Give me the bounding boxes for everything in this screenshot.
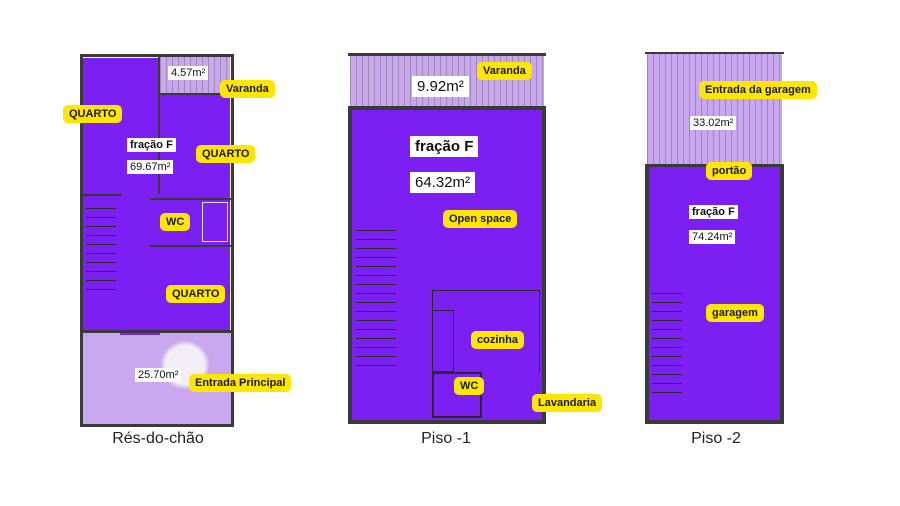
balcony-area-value: 9.92m² xyxy=(412,76,469,97)
wall xyxy=(542,106,546,424)
tag-lavandaria: Lavandaria xyxy=(532,394,603,412)
staircase xyxy=(652,285,682,395)
wall xyxy=(645,164,649,424)
tag-wc: WC xyxy=(160,213,191,231)
wc-fixture-shower xyxy=(202,202,228,242)
wc-room xyxy=(432,372,482,418)
tag-varanda: Varanda xyxy=(220,80,275,98)
wall xyxy=(348,106,546,110)
tag-quarto-bottom: QUARTO xyxy=(166,285,226,303)
fraction-label: fração F xyxy=(410,136,479,157)
tag-cozinha: cozinha xyxy=(471,331,524,349)
tag-garagem: garagem xyxy=(706,304,764,322)
wall xyxy=(150,198,232,200)
tag-varanda: Varanda xyxy=(477,62,532,80)
wall xyxy=(80,54,234,57)
wall xyxy=(82,330,232,333)
garage-entrance-area-value: 33.02m² xyxy=(690,116,737,130)
fraction-label: fração F xyxy=(689,205,738,219)
tag-entrada-principal: Entrada Principal xyxy=(189,374,292,392)
tag-portao: portão xyxy=(706,162,753,180)
wall xyxy=(348,106,352,424)
wall xyxy=(160,93,232,95)
tag-open-space: Open space xyxy=(443,210,518,228)
tag-quarto-left: QUARTO xyxy=(63,105,123,123)
wall xyxy=(158,54,160,194)
fraction-label: fração F xyxy=(127,138,176,152)
plan-caption: Piso -1 xyxy=(421,430,471,447)
kitchen-counter xyxy=(432,310,454,372)
fraction-area-value: 64.32m² xyxy=(410,172,476,193)
plan-caption: Piso -2 xyxy=(691,430,741,447)
wall xyxy=(80,54,83,426)
garage-entrance-area xyxy=(647,54,782,166)
wall xyxy=(231,54,234,426)
wall xyxy=(348,53,546,56)
wall xyxy=(150,245,232,247)
entrance-area-value: 25.70m² xyxy=(135,368,182,382)
wall xyxy=(82,194,122,196)
wall xyxy=(645,420,784,424)
balcony-area-value: 4.57m² xyxy=(168,66,209,80)
wall xyxy=(645,52,784,54)
fraction-area-value: 69.67m² xyxy=(127,160,174,174)
staircase xyxy=(356,222,396,372)
wall xyxy=(348,420,546,424)
tag-quarto-right: QUARTO xyxy=(196,145,256,163)
fraction-area-value: 74.24m² xyxy=(689,230,736,244)
tag-wc: WC xyxy=(454,377,485,395)
wall xyxy=(80,424,234,427)
tag-entrada-garagem: Entrada da garagem xyxy=(699,81,817,99)
plan-caption: Rés-do-chão xyxy=(112,430,204,447)
staircase xyxy=(86,200,116,296)
wall xyxy=(780,164,784,424)
